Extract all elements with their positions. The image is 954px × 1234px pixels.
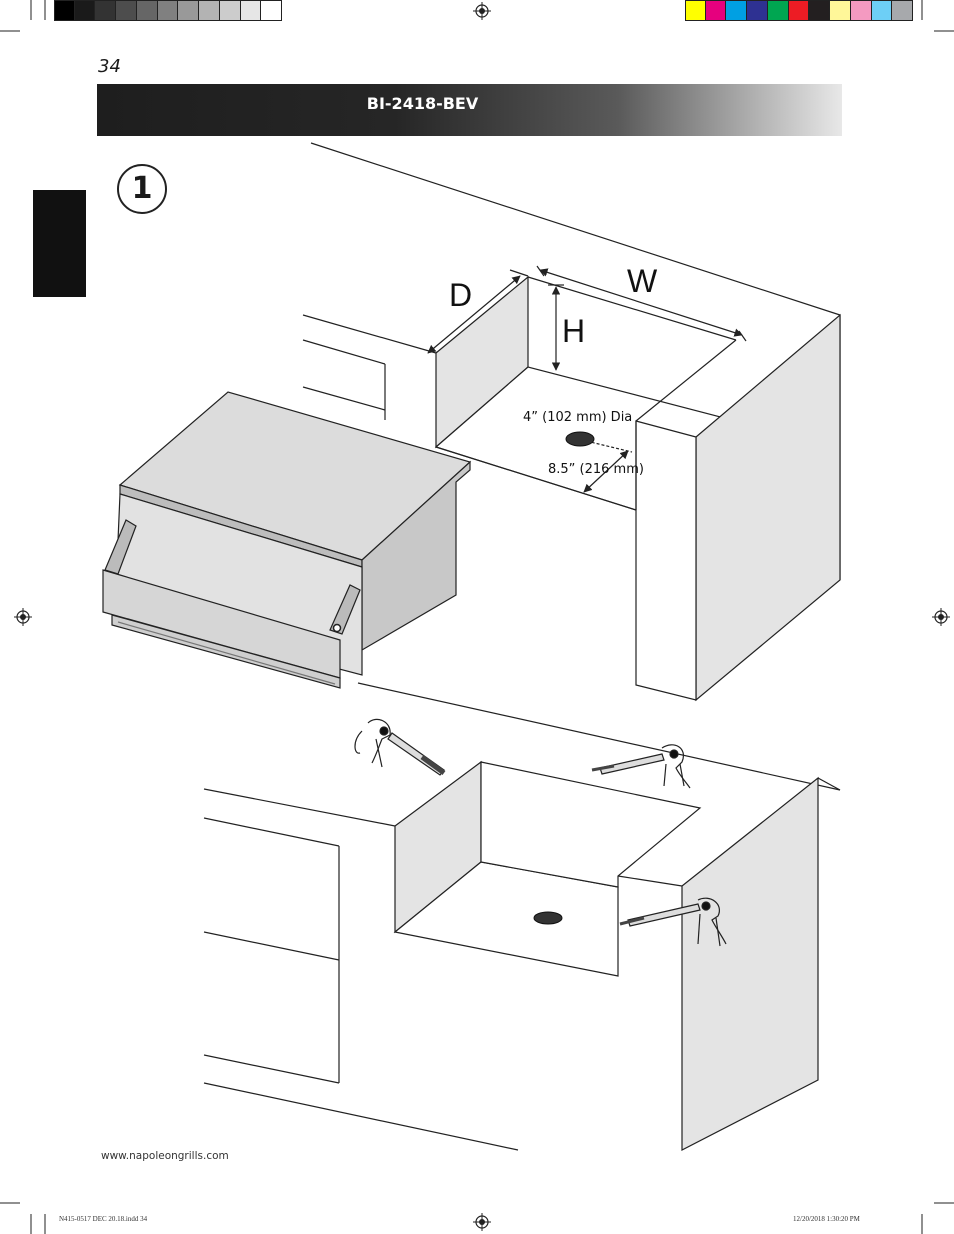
color-swatch [685,0,706,21]
caulking-gun-icon [354,718,446,776]
print-slug-timestamp: 12/20/2018 1:30:20 PM [793,1215,860,1223]
color-swatch [74,0,96,21]
color-swatch [136,0,158,21]
color-swatch [767,0,789,21]
color-swatch [178,0,200,21]
depth-dimension-line [427,275,521,354]
lower-enclosure-right-side [681,776,819,1151]
color-swatch [240,0,262,21]
color-swatch [747,0,768,21]
color-swatch [726,0,748,21]
registration-mark-icon [932,608,950,626]
registration-mark-icon [473,2,491,20]
print-slug-filename: N415-0517 DEC 20.18.indd 34 [59,1215,148,1223]
color-swatch [788,0,810,21]
width-dimension-line [539,268,743,337]
color-swatch [157,0,179,21]
color-swatch [261,0,282,21]
enclosure-top-back-edge [310,142,841,316]
color-swatch [850,0,872,21]
hole-offset-label: 8.5” (216 mm) [548,462,644,477]
hole-offset-dimension-line [583,450,629,493]
color-swatch [830,0,851,21]
drain-hole-top [565,431,595,447]
color-swatch [892,0,913,21]
color-swatch [871,0,893,21]
depth-label: D [449,277,472,313]
section-header-bar: BI-2418-BEV [97,84,842,136]
footer-website: www.napoleongrills.com [101,1150,229,1162]
height-label: H [562,313,585,349]
hole-diameter-label: 4” (102 mm) Dia [523,410,632,425]
caulking-gun-icon [619,897,727,947]
color-swatch [54,0,75,21]
color-swatch [95,0,117,21]
unit-lock-icon [332,623,342,633]
language-side-tab [33,190,86,297]
unit-door-handle-right [329,584,361,635]
step-number-badge: 1 [117,164,167,214]
unit-door-handle-left [104,519,137,575]
color-swatch [116,0,137,21]
color-swatch [809,0,831,21]
caulking-gun-icon [591,744,691,789]
color-swatch [705,0,727,21]
width-label: W [627,263,658,299]
color-swatch [219,0,241,21]
registration-mark-icon [14,608,32,626]
model-title: BI-2418-BEV [366,94,479,113]
enclosure-front-face [635,420,697,701]
drain-hole-bottom [533,911,563,925]
page-number: 34 [98,56,121,77]
enclosure-right-side [695,313,841,702]
lower-cutout-back-wall [480,761,702,888]
registration-mark-icon [473,1213,491,1231]
color-swatch [199,0,220,21]
